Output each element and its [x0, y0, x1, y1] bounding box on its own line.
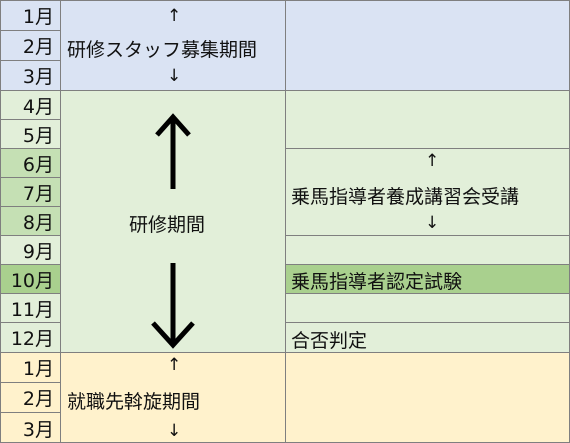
month-cell: 6月 — [0, 148, 60, 177]
month-label: 4月 — [22, 95, 54, 118]
month-cell: 5月 — [0, 119, 60, 148]
month-cell: 8月 — [0, 206, 60, 235]
month-cell: 2月 — [0, 382, 60, 412]
arrow-down-icon: ↓ — [167, 66, 182, 86]
month-label: 12月 — [10, 328, 54, 350]
right-blank-cell — [285, 90, 570, 148]
month-label: 3月 — [22, 418, 54, 441]
month-label: 2月 — [22, 388, 54, 410]
result-label: 合否判定 — [291, 330, 368, 352]
month-cell: 3月 — [0, 60, 60, 90]
job-band: ↑ 就職先斡旋期間 ↓ — [60, 352, 285, 443]
training-arrows-icon — [151, 113, 195, 349]
month-cell: 11月 — [0, 293, 60, 322]
result-cell: 合否判定 — [285, 322, 570, 352]
training-label: 研修期間 — [129, 214, 206, 236]
month-label: 7月 — [22, 182, 54, 205]
training-band: 研修期間 — [60, 90, 285, 352]
arrow-up-icon: ↑ — [167, 6, 182, 26]
month-label: 11月 — [10, 298, 54, 321]
arrow-down-icon: ↓ — [425, 213, 440, 233]
month-label: 10月 — [10, 269, 54, 292]
month-label: 5月 — [22, 124, 54, 147]
right-blank-cell — [285, 352, 570, 443]
arrow-up-icon: ↑ — [167, 355, 182, 375]
recruit-band: ↑ 研修スタッフ募集期間 ↓ — [60, 0, 285, 90]
month-cell: 10月 — [0, 264, 60, 293]
arrow-up-icon: ↑ — [425, 151, 440, 171]
month-label: 6月 — [22, 153, 54, 176]
month-cell: 9月 — [0, 235, 60, 264]
month-label: 8月 — [22, 211, 54, 234]
month-label: 3月 — [22, 66, 54, 88]
right-blank-cell — [285, 0, 570, 90]
right-blank-cell — [285, 235, 570, 264]
month-cell: 4月 — [0, 90, 60, 119]
right-blank-cell — [285, 293, 570, 322]
month-cell: 1月 — [0, 352, 60, 382]
recruit-label: 研修スタッフ募集期間 — [67, 39, 258, 61]
arrow-down-icon: ↓ — [167, 421, 182, 441]
month-cell: 3月 — [0, 412, 60, 443]
course-label: 乗馬指導者養成講習会受講 — [291, 186, 520, 208]
month-label: 2月 — [22, 36, 54, 58]
month-cell: 7月 — [0, 177, 60, 206]
month-cell: 2月 — [0, 30, 60, 60]
job-label: 就職先斡旋期間 — [67, 391, 201, 413]
exam-label: 乗馬指導者認定試験 — [291, 271, 463, 293]
month-label: 1月 — [22, 358, 54, 380]
month-cell: 1月 — [0, 0, 60, 30]
course-cell: ↑ 乗馬指導者養成講習会受講 ↓ — [285, 148, 570, 235]
month-cell: 12月 — [0, 322, 60, 352]
month-label: 9月 — [22, 240, 54, 263]
month-label: 1月 — [22, 6, 54, 28]
exam-cell: 乗馬指導者認定試験 — [285, 264, 570, 293]
